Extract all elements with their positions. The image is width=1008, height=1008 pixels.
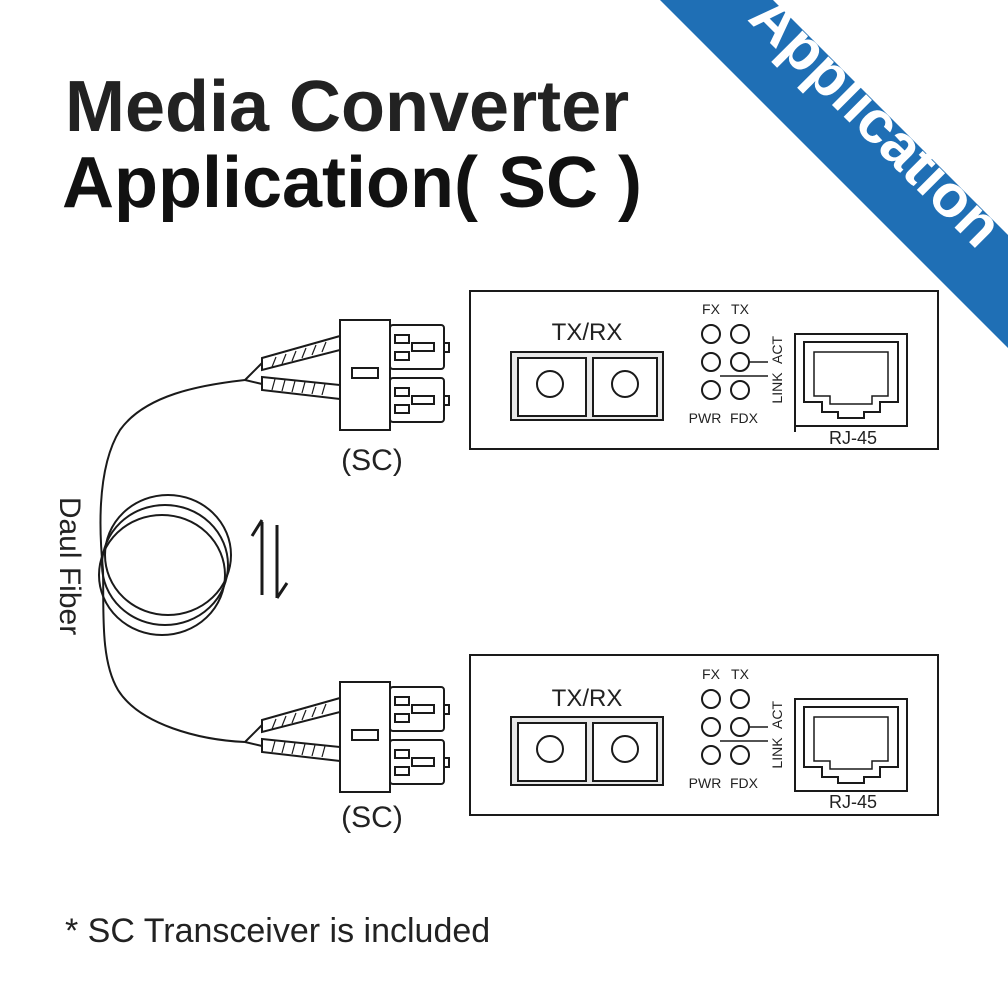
status-leds xyxy=(701,324,750,400)
connector-boot xyxy=(261,375,341,401)
connector-boot xyxy=(261,334,341,372)
led-label-fdx: FDX xyxy=(730,410,759,426)
rj45-label: RJ-45 xyxy=(829,428,877,448)
page-title-line2: Application( SC ) xyxy=(62,143,642,223)
led-label-fdx: FDX xyxy=(730,775,759,791)
led-label-pwr: PWR xyxy=(689,775,722,791)
bidirectional-arrows-icon xyxy=(250,519,289,599)
ribbon-band xyxy=(660,0,1008,348)
media-converter-top: TX/RX FX TX ACT LINK PWR FDX RJ-45 xyxy=(469,290,939,450)
connector-boot xyxy=(261,696,341,734)
connector-label-bottom: (SC) xyxy=(341,801,403,834)
media-converter-bottom: TX/RX FX TX ACT LINK PWR FDX RJ-45 xyxy=(469,654,939,816)
led-label-tx: TX xyxy=(731,666,750,682)
sc-connector-bottom xyxy=(244,681,450,793)
footnote: * SC Transceiver is included xyxy=(65,912,490,950)
status-leds xyxy=(701,689,750,765)
port-label: TX/RX xyxy=(552,319,623,346)
rj45-label: RJ-45 xyxy=(829,792,877,812)
fiber-coil-3 xyxy=(98,514,226,636)
connector-label-top: (SC) xyxy=(341,444,403,477)
fiber-coil-2 xyxy=(101,504,229,626)
sc-connector-top xyxy=(244,319,450,431)
led-label-tx: TX xyxy=(731,301,750,317)
fiber-label: Daul Fiber xyxy=(53,497,86,635)
ribbon-label: Application xyxy=(737,0,1008,260)
fiber-cable xyxy=(98,379,246,743)
led-label-fx: FX xyxy=(702,666,721,682)
led-label-link: LINK xyxy=(769,737,785,769)
port-label: TX/RX xyxy=(552,685,623,712)
connector-boot xyxy=(261,737,341,763)
page-title-line1: Media Converter xyxy=(65,67,629,147)
led-label-link: LINK xyxy=(769,372,785,404)
fiber-coil-1 xyxy=(104,494,232,616)
led-label-pwr: PWR xyxy=(689,410,722,426)
led-label-act: ACT xyxy=(769,336,785,364)
led-label-act: ACT xyxy=(769,701,785,729)
led-label-fx: FX xyxy=(702,301,721,317)
